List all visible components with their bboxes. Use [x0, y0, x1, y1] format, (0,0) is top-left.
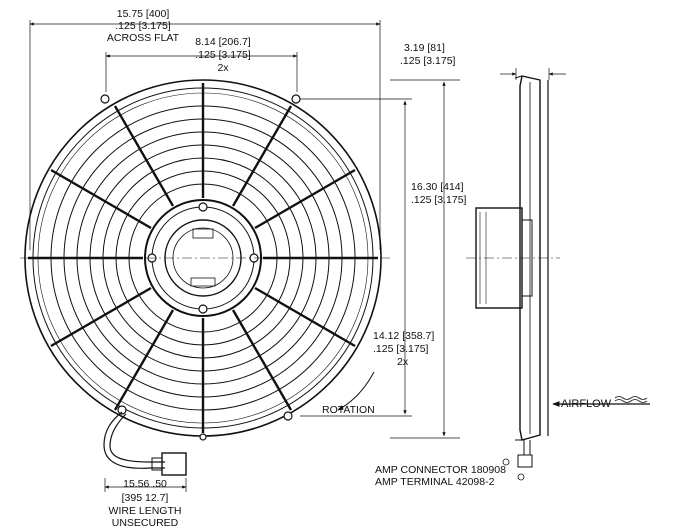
height-tolerance: .125 [3.175] [411, 194, 467, 206]
airflow-label: AIRFLOW [561, 398, 612, 410]
rotation-label: ROTATION [322, 404, 375, 416]
height-dimension: 16.30 [414] [411, 181, 464, 193]
lower-mount-dimension: 14.12 [358.7] [373, 330, 435, 342]
across-flat-dimension: 15.75 [400] [116, 8, 170, 20]
depth-tolerance: .125 [3.175] [400, 55, 456, 67]
wire-length-metric: [395 12.7] [121, 492, 169, 504]
mount-spacing-dimension: 8.14 [206.7] [195, 36, 251, 48]
depth-dimension: 3.19 [81] [404, 42, 445, 54]
motor-label-plate [192, 228, 214, 239]
wire-length-note: WIRE LENGTH [108, 505, 182, 517]
lower-mount-count: 2x [397, 356, 409, 368]
connector-body [161, 452, 187, 476]
mount-spacing-count: 2x [217, 62, 229, 74]
wire-harness [103, 411, 187, 476]
airflow-arrow [552, 396, 650, 407]
lower-mount-tolerance: .125 [3.175] [373, 343, 429, 355]
dimension-lines [29, 20, 566, 492]
wire-unsecured-note: UNSECURED [111, 517, 179, 529]
fan-front-view [20, 79, 392, 441]
fan-side-view [466, 75, 560, 481]
mounting-tabs [100, 94, 301, 441]
guard-spokes [28, 83, 378, 433]
amp-terminal-label: AMP TERMINAL 42098-2 [375, 476, 495, 488]
amp-connector-label: AMP CONNECTOR 180908 [375, 464, 506, 476]
rotation-arrow [337, 371, 375, 411]
mount-spacing-tolerance: .125 [3.175] [195, 49, 251, 61]
across-flat-note: ACROSS FLAT [106, 32, 180, 44]
across-flat-tolerance: .125 [3.175] [115, 20, 171, 32]
wire-length-dimension: 15.56 .50 [123, 478, 167, 490]
